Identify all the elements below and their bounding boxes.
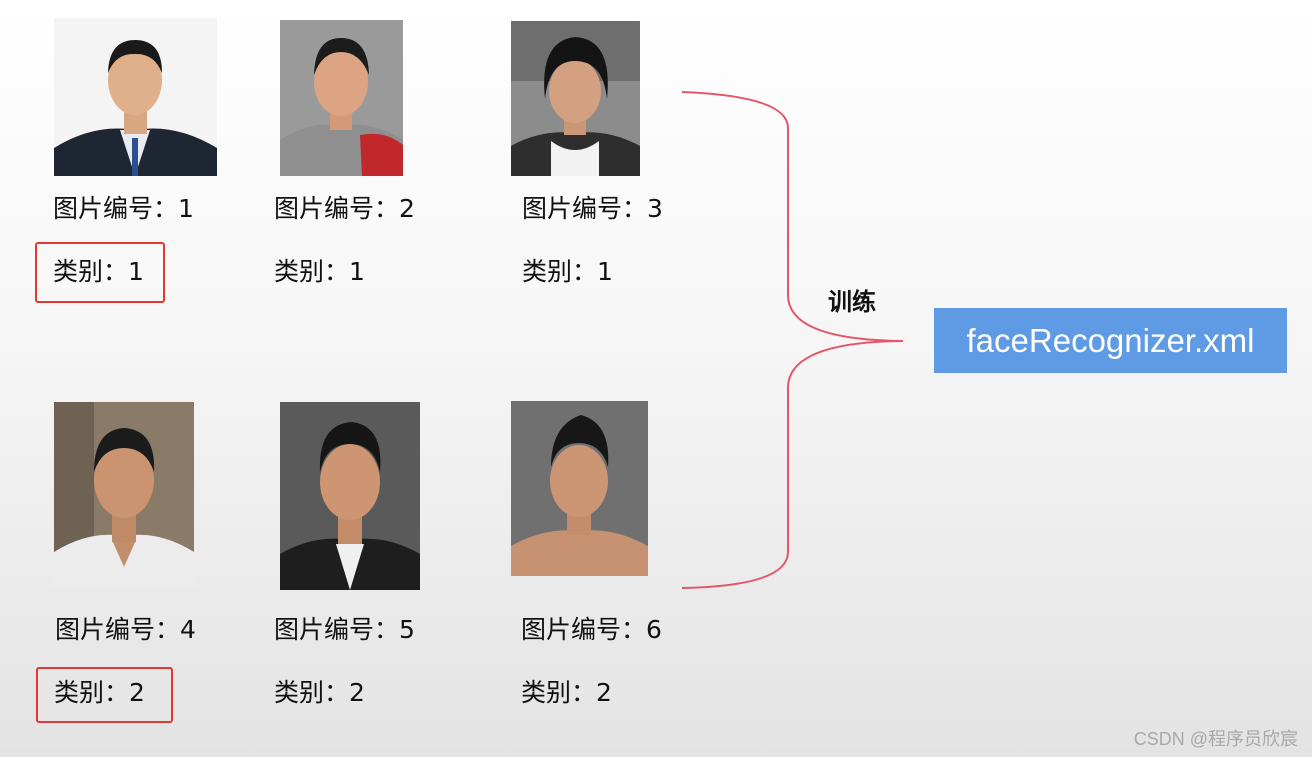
portrait-photo-4 (54, 402, 194, 587)
portrait-photo-5 (280, 402, 420, 590)
model-file-box: faceRecognizer.xml (934, 308, 1287, 373)
class-label-6: 类别：2 (521, 678, 612, 707)
photo-id-label-2: 图片编号：2 (274, 194, 415, 223)
model-file-label: faceRecognizer.xml (966, 321, 1255, 359)
highlight-box-2 (36, 667, 173, 723)
train-label: 训练 (828, 288, 876, 316)
class-label-3: 类别：1 (522, 257, 613, 286)
photo-id-label-1: 图片编号：1 (53, 194, 194, 223)
portrait-photo-3 (511, 21, 640, 176)
class-label-4: 类别：2 (54, 678, 145, 707)
photo-id-label-3: 图片编号：3 (522, 194, 663, 223)
portrait-photo-1 (54, 18, 217, 176)
photo-id-label-6: 图片编号：6 (521, 615, 662, 644)
portrait-photo-6 (511, 401, 648, 576)
watermark: CSDN @程序员欣宸 (1133, 729, 1298, 749)
photo-id-label-4: 图片编号：4 (55, 615, 196, 644)
highlight-box-1 (35, 242, 165, 303)
class-label-2: 类别：1 (274, 257, 365, 286)
portrait-photo-2 (280, 20, 403, 176)
class-label-5: 类别：2 (274, 678, 365, 707)
photo-id-label-5: 图片编号：5 (274, 615, 415, 644)
class-label-1: 类别：1 (53, 257, 144, 286)
